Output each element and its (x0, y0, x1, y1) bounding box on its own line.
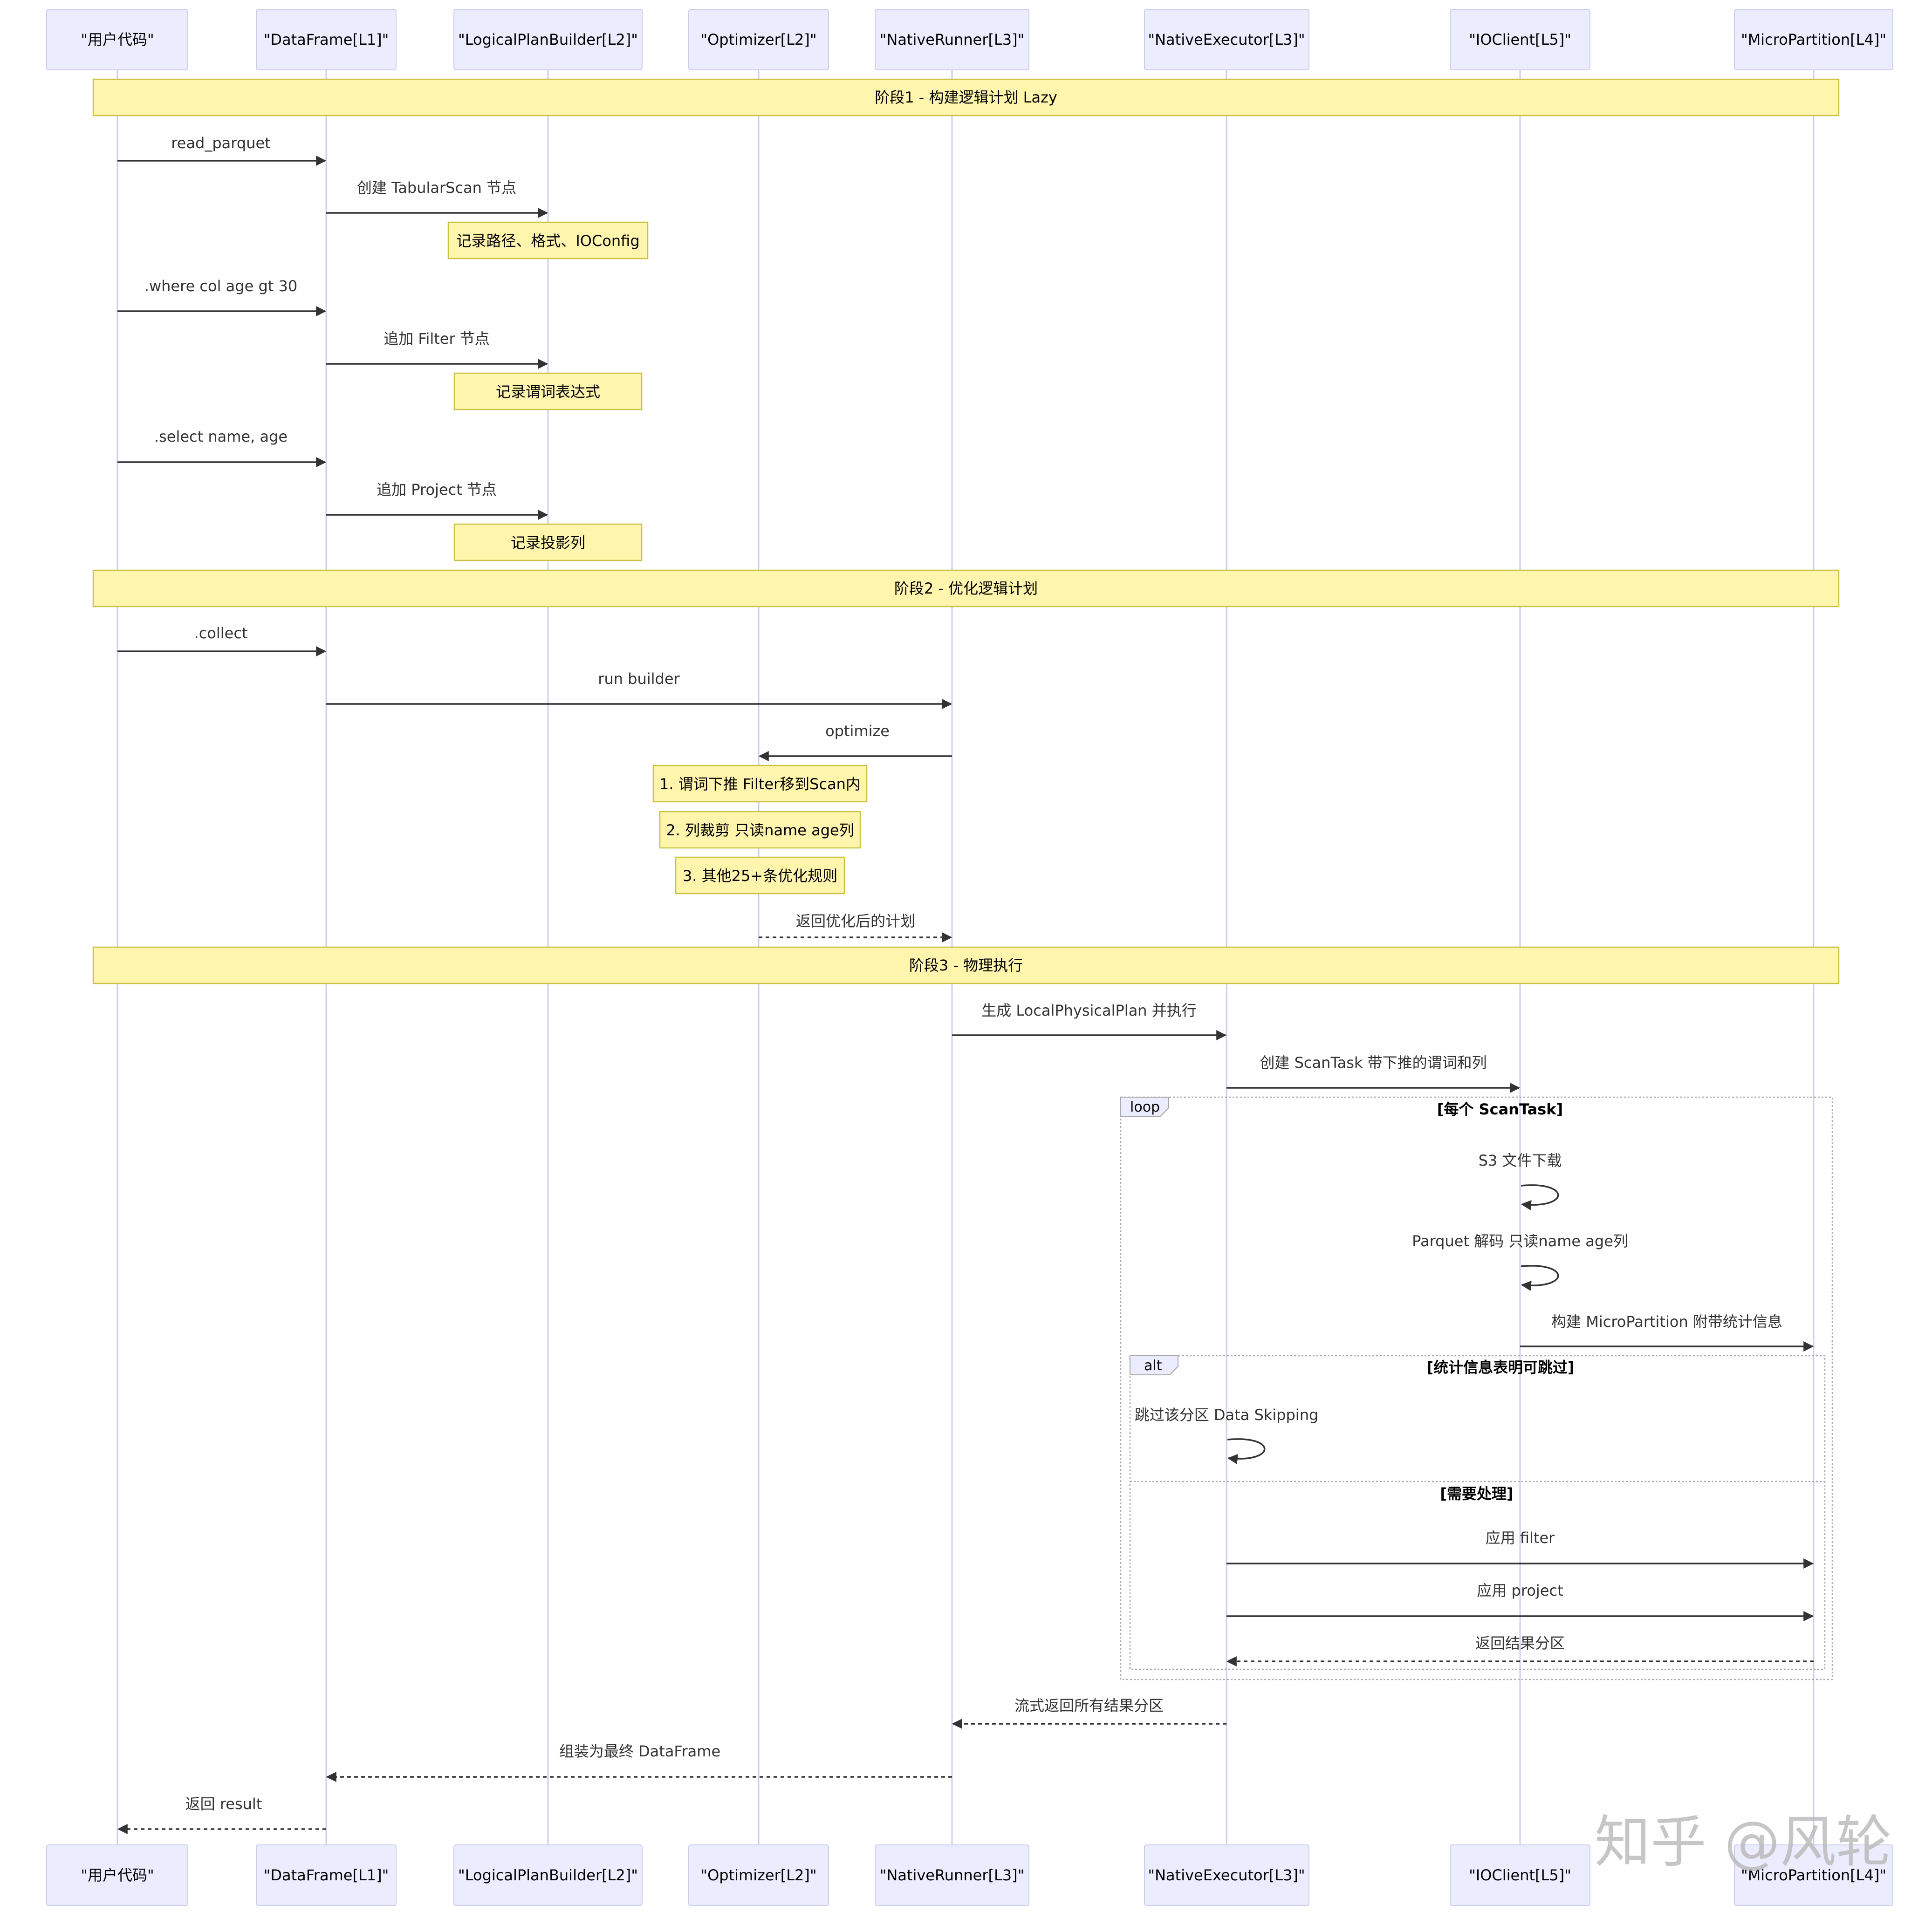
alt-tag-text: alt (1144, 1358, 1162, 1374)
loop-frame-tag (1120, 1097, 1169, 1117)
actor-label-user-code: "用户代码" (81, 31, 154, 48)
note-other-rules-text: 3. 其他25+条优化规则 (683, 867, 837, 885)
msg-where-label: .where col age gt 30 (144, 277, 297, 295)
msg-create-tabularscan-label: 创建 TabularScan 节点 (357, 179, 516, 197)
actor-label-native-executor: "NativeExecutor[L3]" (1148, 31, 1305, 48)
actor-box-native-executor-bottom (1144, 1844, 1309, 1906)
phase1-banner (92, 78, 1840, 116)
note-record-predicate (453, 372, 643, 410)
note-record-predicate-text: 记录谓词表达式 (496, 383, 600, 401)
loop-tag-text: loop (1130, 1099, 1160, 1115)
actor-label-native-runner-bottom: "NativeRunner[L3]" (880, 1866, 1025, 1884)
msg-apply-project-label: 应用 project (1477, 1582, 1563, 1599)
msg-return-result-label: 返回 result (185, 1795, 262, 1813)
actor-label-logical-plan-builder: "LogicalPlanBuilder[L2]" (458, 31, 638, 48)
msg-collect-label: .collect (194, 624, 248, 642)
actor-box-logical-plan-builder-bottom (453, 1844, 643, 1906)
msg-create-scantask-label: 创建 ScanTask 带下推的谓词和列 (1260, 1054, 1487, 1072)
msg-s3-download-label: S3 文件下载 (1479, 1152, 1562, 1169)
actor-label-optimizer-bottom: "Optimizer[L2]" (700, 1866, 816, 1884)
actor-label-micro-partition: "MicroPartition[L4]" (1741, 31, 1886, 48)
actor-box-micro-partition (1734, 9, 1893, 70)
msg-add-project-label: 追加 Project 节点 (377, 481, 497, 498)
phase3-label: 阶段3 - 物理执行 (909, 956, 1023, 974)
phase2-banner (92, 569, 1840, 608)
alt-frame-tag (1130, 1355, 1178, 1375)
note-record-path-text: 记录路径、格式、IOConfig (456, 232, 639, 250)
actor-box-optimizer (688, 9, 829, 70)
actor-label-io-client: "IOClient[L5]" (1469, 31, 1571, 48)
actor-label-native-executor-bottom: "NativeExecutor[L3]" (1148, 1866, 1305, 1884)
actor-box-native-executor (1144, 9, 1309, 70)
actor-label-optimizer: "Optimizer[L2]" (700, 31, 816, 48)
actors-bottom: "用户代码" "DataFrame[L1]" "LogicalPlanBuild… (46, 1844, 1893, 1906)
msg-skip-partition-arrow (1227, 1438, 1266, 1464)
actor-label-micro-partition-bottom: "MicroPartition[L4]" (1741, 1866, 1886, 1884)
loop-frame (1120, 1096, 1833, 1680)
note-other-rules (675, 856, 845, 895)
actor-box-io-client-bottom (1450, 1844, 1590, 1906)
msg-skip-partition-label: 跳过该分区 Data Skipping (1135, 1406, 1319, 1424)
phase2-label: 阶段2 - 优化逻辑计划 (894, 580, 1038, 597)
actor-box-native-runner-bottom (875, 1844, 1029, 1906)
msg-stream-return-label: 流式返回所有结果分区 (1014, 1697, 1164, 1714)
msg-read-parquet-label: read_parquet (171, 134, 270, 152)
actor-box-native-runner (875, 9, 1029, 70)
actor-box-logical-plan-builder (453, 9, 643, 70)
actor-box-user-code (46, 9, 188, 70)
msg-assemble-dataframe-label: 组装为最终 DataFrame (559, 1742, 720, 1760)
loop-condition: [每个 ScanTask] (1437, 1100, 1563, 1118)
watermark-text: 知乎 @风轮 (1595, 1810, 1892, 1875)
note-column-pruning-text: 2. 列裁剪 只读name age列 (666, 821, 854, 839)
msg-optimize-label: optimize (825, 722, 890, 740)
note-record-projection-text: 记录投影列 (511, 534, 585, 552)
actors-top: "用户代码" "DataFrame[L1]" "LogicalPlanBuild… (46, 9, 1893, 70)
actor-box-micro-partition-bottom (1734, 1844, 1893, 1906)
msg-select-label: .select name, age (154, 428, 288, 445)
actor-label-io-client-bottom: "IOClient[L5]" (1469, 1866, 1571, 1884)
actor-box-optimizer-bottom (688, 1844, 829, 1906)
actor-box-user-code-bottom (46, 1844, 188, 1906)
actor-label-user-code-bottom: "用户代码" (81, 1866, 154, 1884)
actor-box-dataframe (256, 9, 397, 70)
msg-return-partition-label: 返回结果分区 (1475, 1634, 1565, 1652)
msg-return-optimized-label: 返回优化后的计划 (796, 912, 915, 930)
msg-run-builder-label: run builder (598, 670, 680, 688)
note-predicate-pushdown-text: 1. 谓词下推 Filter移到Scan内 (659, 775, 861, 793)
actor-label-dataframe-bottom: "DataFrame[L1]" (264, 1866, 389, 1884)
msg-gen-physical-plan-label: 生成 LocalPhysicalPlan 并执行 (981, 1002, 1197, 1019)
msg-s3-download-arrow (1521, 1184, 1559, 1210)
alt-frame (1129, 1355, 1826, 1670)
alt-else-condition: [需要处理] (1440, 1485, 1513, 1502)
phase3-banner (92, 946, 1840, 984)
actor-box-dataframe-bottom (256, 1844, 397, 1906)
actor-label-native-runner: "NativeRunner[L3]" (880, 31, 1025, 48)
note-record-path (447, 221, 649, 259)
msg-apply-filter-label: 应用 filter (1486, 1529, 1555, 1547)
note-column-pruning (659, 811, 861, 849)
phase1-label: 阶段1 - 构建逻辑计划 Lazy (875, 89, 1057, 106)
alt-condition: [统计信息表明可跳过] (1426, 1359, 1574, 1376)
msg-parquet-decode-arrow (1521, 1265, 1559, 1291)
msg-parquet-decode-label: Parquet 解码 只读name age列 (1412, 1232, 1628, 1250)
note-predicate-pushdown (652, 765, 868, 803)
actor-label-dataframe: "DataFrame[L1]" (264, 31, 389, 48)
actor-box-io-client (1450, 9, 1590, 70)
msg-build-micropartition-label: 构建 MicroPartition 附带统计信息 (1551, 1313, 1782, 1331)
actor-label-logical-plan-builder-bottom: "LogicalPlanBuilder[L2]" (458, 1866, 638, 1884)
msg-add-filter-label: 追加 Filter 节点 (384, 330, 490, 348)
note-record-projection (453, 523, 643, 561)
